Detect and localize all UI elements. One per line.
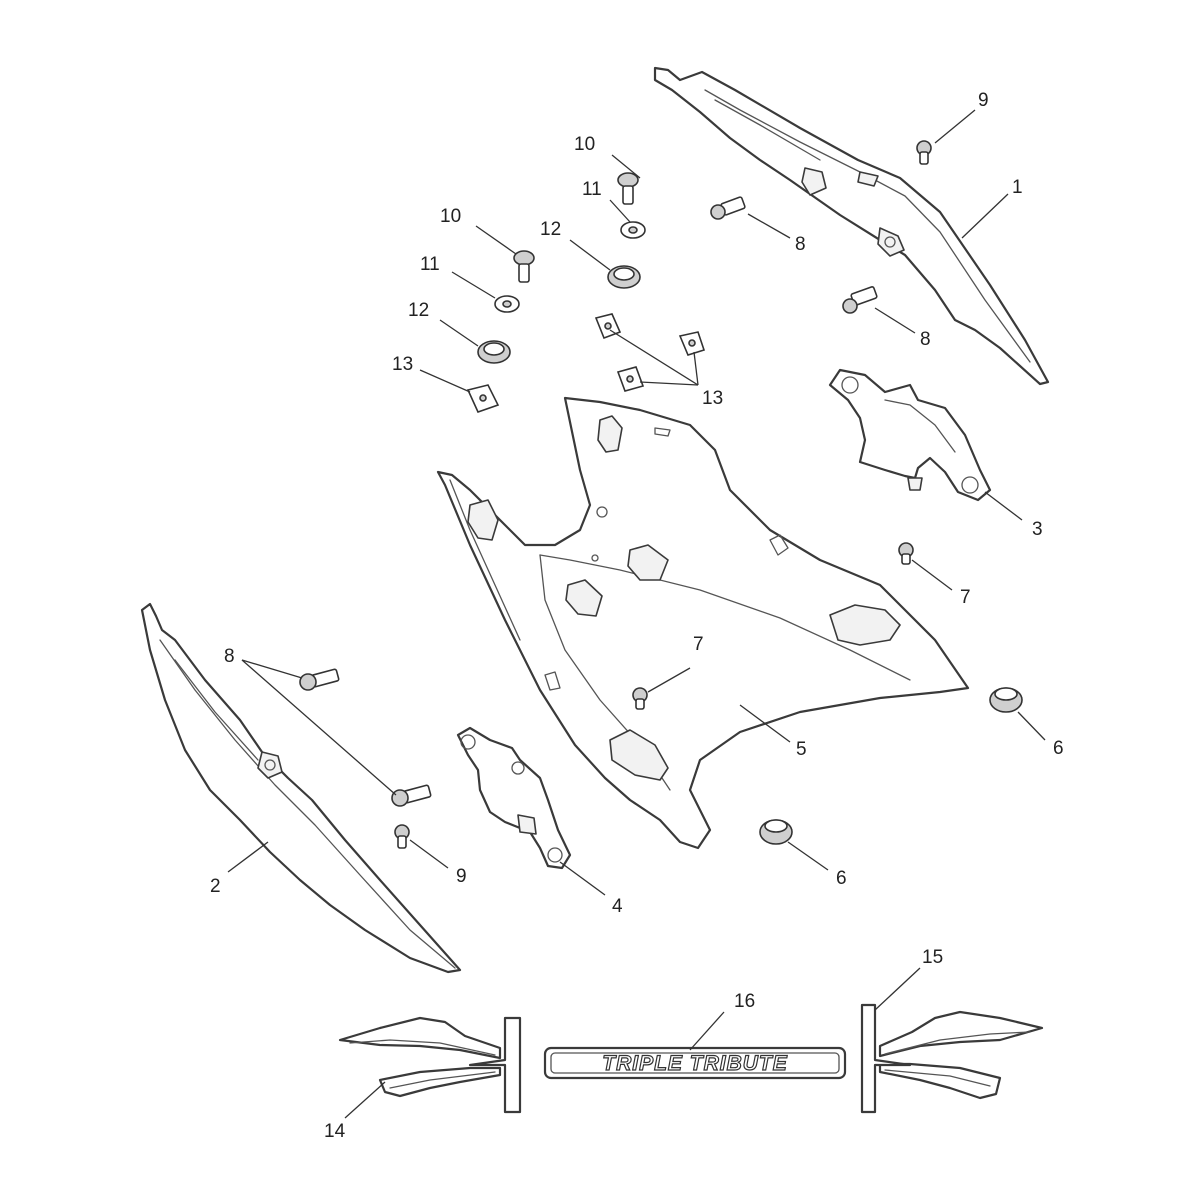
leader-lines [227, 109, 1046, 1119]
part-1-right-side-panel [653, 66, 1050, 386]
part-3-right-bracket [828, 368, 992, 502]
grommet-12-lower [477, 340, 511, 364]
clip-nut-13-right-c [616, 366, 645, 392]
callout-7-centre: 7 [693, 634, 704, 655]
decal-16-text: TRIPLE TRIBUTE [602, 1052, 788, 1075]
clip-nut-13-right-b [678, 331, 706, 356]
clip-nut-13-left [466, 384, 500, 413]
callout-1: 1 [1012, 177, 1023, 198]
decal-14-left-stripe [338, 1016, 522, 1114]
callout-16: 16 [734, 991, 755, 1012]
screw-9-lower [394, 824, 410, 849]
callout-3: 3 [1032, 519, 1043, 540]
callout-8-upper: 8 [795, 234, 806, 255]
callout-10-lower: 10 [440, 206, 461, 227]
callout-10-upper: 10 [574, 134, 595, 155]
grommet-6-right [989, 687, 1023, 713]
screw-8-upper [710, 196, 746, 220]
screw-7-centre [632, 687, 648, 710]
screw-10-lower [513, 250, 535, 283]
decal-15-right-stripe [860, 1003, 1044, 1114]
callout-8-left: 8 [224, 646, 235, 667]
callout-4: 4 [612, 896, 623, 917]
callout-9-upper: 9 [978, 90, 989, 111]
screw-8-left-a [299, 668, 340, 691]
callout-12-upper: 12 [540, 219, 561, 240]
washer-11-lower [494, 295, 520, 313]
washer-11-upper [620, 221, 646, 239]
callout-7-right: 7 [960, 587, 971, 608]
part-5-centre-panel [436, 396, 970, 850]
callout-5: 5 [796, 739, 807, 760]
callout-6-lower: 6 [836, 868, 847, 889]
callout-13-left: 13 [392, 354, 413, 375]
grommet-6-lower [759, 819, 793, 845]
callout-9-lower: 9 [456, 866, 467, 887]
callout-6-right: 6 [1053, 738, 1064, 759]
decal-16-triple-tribute: TRIPLE TRIBUTE [543, 1046, 847, 1080]
screw-8-middle [842, 286, 878, 314]
callout-14: 14 [324, 1121, 346, 1142]
callout-2: 2 [210, 876, 221, 897]
callout-15: 15 [922, 947, 943, 968]
screw-10-upper [617, 172, 639, 205]
screw-8-left-b [391, 784, 432, 807]
part-4-left-bracket [456, 726, 572, 870]
screw-7-right [898, 542, 914, 565]
part-2-left-side-panel [140, 602, 462, 974]
callout-12-lower: 12 [408, 300, 429, 321]
callout-11-lower: 11 [420, 254, 440, 275]
callout-labels: 1 2 3 4 5 6 6 7 7 8 8 8 9 9 10 10 11 11 … [210, 90, 1064, 1142]
callout-11-upper: 11 [582, 179, 602, 200]
callout-13-right: 13 [702, 388, 723, 409]
callout-8-middle: 8 [920, 329, 931, 350]
screw-9-upper [916, 140, 932, 165]
grommet-12-upper [607, 265, 641, 289]
